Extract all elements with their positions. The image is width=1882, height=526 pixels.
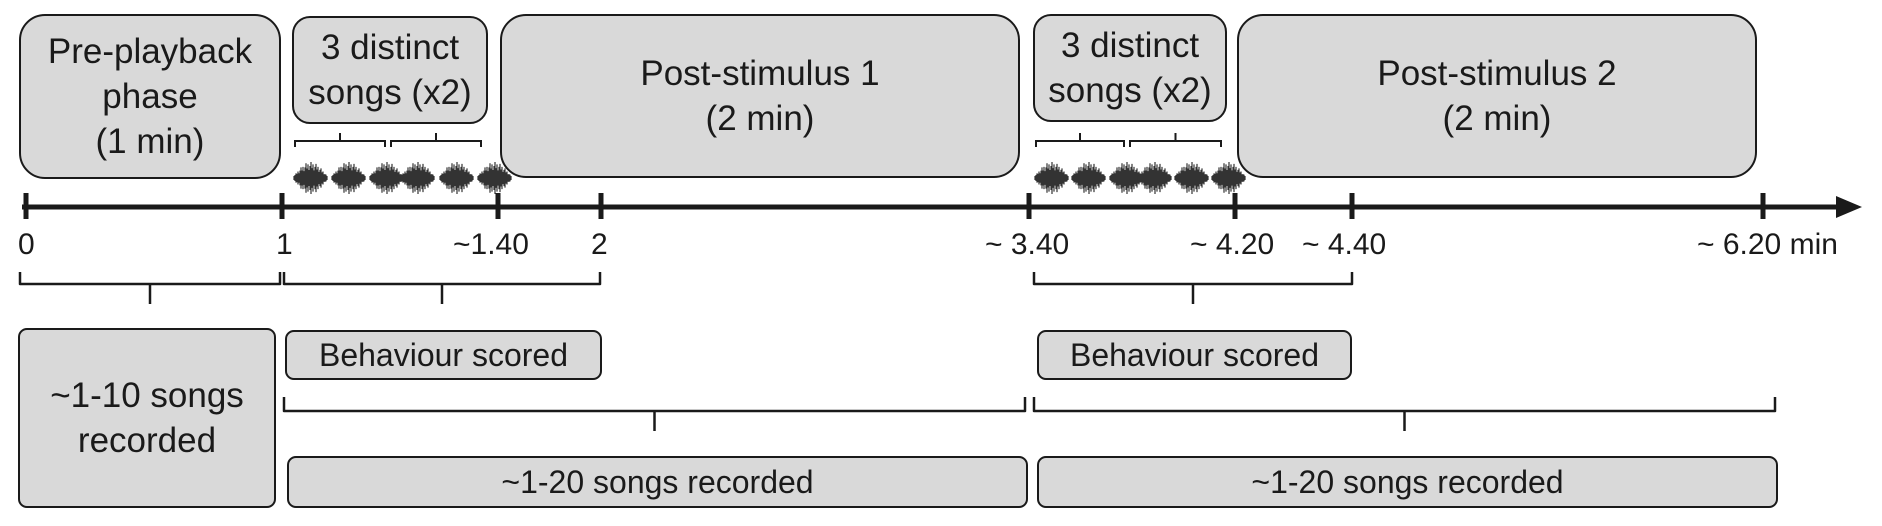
songs-2-waveform-1 [1034,162,1069,194]
songs-box-2: 3 distinct songs (x2) [1033,14,1227,122]
pre-songs-recorded-box: ~1-10 songs recorded [18,328,276,508]
behaviour-scored-box-2: Behaviour scored [1037,330,1352,380]
songs-2-waveform-5 [1174,162,1209,194]
songs-2-brace-b [1129,133,1222,147]
songs-1-brace-b [390,133,482,147]
songs-recorded-box-1: ~1-20 songs recorded [287,456,1028,508]
songs-1-waveform-3 [369,162,404,194]
recording-1-bracket [282,397,1027,431]
tick-label-1-40: ~1.40 [453,228,529,261]
post-stimulus-2-box: Post-stimulus 2 (2 min) [1237,14,1757,178]
songs-1-waveform-5 [439,162,474,194]
songs-recorded-box-2: ~1-20 songs recorded [1037,456,1778,508]
songs-1-waveform-6 [477,162,512,194]
behaviour-scored-box-1: Behaviour scored [285,330,602,380]
songs-2-waveform-6 [1211,162,1246,194]
behaviour-2-bracket [1032,272,1354,304]
tick-label-0: 0 [18,228,35,261]
tick-label-4-20: ~ 4.20 [1190,228,1275,261]
behaviour-1-bracket [282,272,602,304]
songs-2-waveform-4 [1137,162,1172,194]
songs-1-waveform-2 [331,162,366,194]
songs-1-waveform-4 [400,162,435,194]
tick-label-2: 2 [591,228,608,261]
tick-label-4-40: ~ 4.40 [1302,228,1387,261]
songs-2-brace-a [1035,133,1125,147]
songs-1-brace-a [294,133,386,147]
songs-2-waveform-2 [1071,162,1106,194]
tick-label-6-20-min: ~ 6.20 min [1697,228,1838,261]
pre-playback-phase-box: Pre-playback phase (1 min) [19,14,281,179]
tick-label-3-40: ~ 3.40 [985,228,1070,261]
songs-1-waveform-1 [293,162,328,194]
pre-playback-bracket [18,272,282,304]
post-stimulus-1-box: Post-stimulus 1 (2 min) [500,14,1020,178]
timeline-arrowhead [1836,196,1862,218]
songs-box-1: 3 distinct songs (x2) [292,16,488,124]
tick-label-1: 1 [276,228,293,261]
recording-2-bracket [1032,397,1777,431]
